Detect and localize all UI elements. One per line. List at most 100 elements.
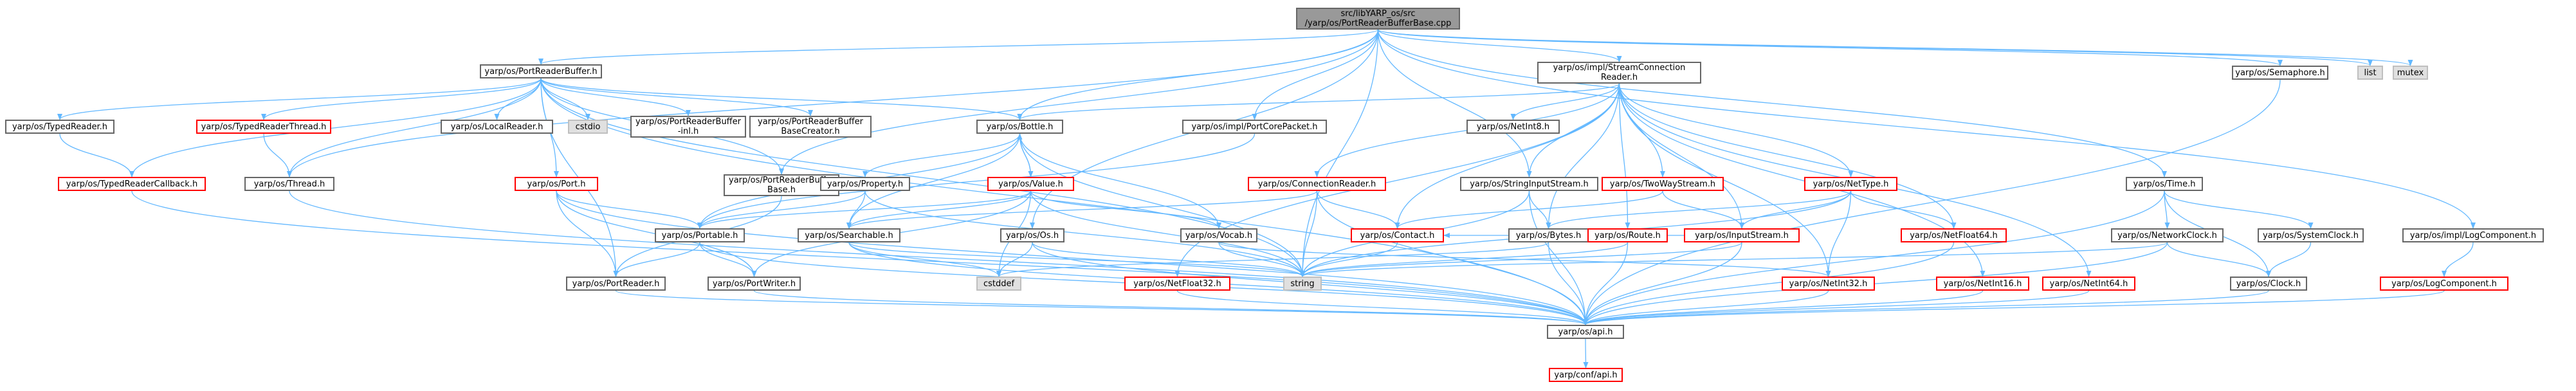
node-root[interactable]: src/libYARP_os/src /yarp/os/PortReaderBu… (1296, 8, 1460, 30)
edge-bottle-h-to-searchable-h (846, 133, 1021, 229)
node-label: yarp/os/NetInt64.h (2049, 278, 2128, 289)
edge-netint32-h-to-api-h (1583, 290, 1829, 325)
node-label: yarp/os/PortReader.h (572, 278, 660, 289)
edge-prb-h-to-trc-h (129, 78, 542, 177)
node-searchable-h[interactable]: yarp/os/Searchable.h (798, 228, 900, 242)
node-label: yarp/os/NetFloat64.h (1910, 230, 1998, 241)
node-logcomp-impl-h[interactable]: yarp/os/impl/LogComponent.h (2402, 228, 2544, 242)
node-label: src/libYARP_os/src /yarp/os/PortReaderBu… (1304, 9, 1452, 28)
edge-root-to-thread-h (287, 29, 1379, 177)
node-label: yarp/os/api.h (1558, 327, 1613, 337)
edge-prb-h-to-lr-h (494, 78, 542, 120)
node-netint16-h[interactable]: yarp/os/NetInt16.h (1936, 277, 2029, 291)
node-label: yarp/os/NetworkClock.h (2117, 230, 2217, 241)
edge-searchable-h-to-cstddef (848, 242, 1001, 277)
node-inputstream-h[interactable]: yarp/os/InputStream.h (1684, 228, 1800, 242)
node-label: mutex (2397, 68, 2424, 78)
edge-scr-h-to-netfloat64-h (1618, 83, 1957, 229)
edge-inputstream-h-to-string (1300, 242, 1742, 277)
edge-prb-h-to-bottle-h (540, 78, 1023, 120)
node-tr-h[interactable]: yarp/os/TypedReader.h (5, 120, 114, 134)
node-portwriter-h[interactable]: yarp/os/PortWriter.h (708, 277, 801, 291)
node-cstddef[interactable]: cstddef (976, 277, 1021, 291)
edge-root-to-logcomp-impl-h (1377, 29, 2476, 229)
node-route-h[interactable]: yarp/os/Route.h (1587, 228, 1668, 242)
node-portable-h[interactable]: yarp/os/Portable.h (655, 228, 745, 242)
node-bytes-h[interactable]: yarp/os/Bytes.h (1508, 228, 1589, 242)
node-label: yarp/os/Clock.h (2236, 278, 2301, 289)
node-label: yarp/os/Property.h (827, 179, 904, 189)
node-list[interactable]: list (2357, 66, 2383, 80)
node-api-h[interactable]: yarp/os/api.h (1547, 325, 1624, 339)
node-thread-h[interactable]: yarp/os/Thread.h (244, 177, 334, 191)
node-netint32-h[interactable]: yarp/os/NetInt32.h (1782, 277, 1875, 291)
node-pcp-h[interactable]: yarp/os/impl/PortCorePacket.h (1182, 120, 1327, 134)
node-time-h[interactable]: yarp/os/Time.h (2126, 177, 2203, 191)
node-tws-h[interactable]: yarp/os/TwoWayStream.h (1602, 177, 1724, 191)
node-label: yarp/os/Thread.h (253, 179, 325, 189)
node-label: yarp/os/NetInt8.h (1476, 122, 1550, 132)
node-prbinl-h[interactable]: yarp/os/PortReaderBuffer -inl.h (630, 116, 746, 138)
edge-value-h-to-bottle-h (1017, 133, 1032, 177)
edge-cr-h-to-contact-h (1316, 190, 1400, 229)
node-netint64-h[interactable]: yarp/os/NetInt64.h (2042, 277, 2135, 291)
node-label: yarp/os/NetType.h (1813, 179, 1889, 189)
node-netint8-h[interactable]: yarp/os/NetInt8.h (1466, 120, 1560, 134)
node-prbbc-h[interactable]: yarp/os/PortReaderBuffer BaseCreator.h (749, 116, 872, 138)
node-contact-h[interactable]: yarp/os/Contact.h (1351, 228, 1444, 242)
edge-nettype-h-to-inputstream-h (1739, 190, 1852, 229)
node-label: yarp/os/NetInt16.h (1943, 278, 2022, 289)
node-trc-h[interactable]: yarp/os/TypedReaderCallback.h (58, 177, 206, 191)
node-label: yarp/os/Port.h (527, 179, 586, 189)
edge-searchable-h-to-string (848, 242, 1305, 277)
edge-pcp-h-to-portable-h (697, 133, 1256, 229)
node-netfloat64-h[interactable]: yarp/os/NetFloat64.h (1901, 228, 2007, 242)
edge-prb-h-to-prbbc-h (540, 78, 813, 116)
edge-nettype-h-to-bytes-h (1546, 190, 1852, 229)
node-vocab-h[interactable]: yarp/os/Vocab.h (1180, 228, 1257, 242)
node-prb-h[interactable]: yarp/os/PortReaderBuffer.h (480, 64, 602, 78)
edge-netfloat64-h-to-api-h (1583, 242, 1955, 325)
edge-time-h-to-api-h (1583, 190, 2165, 325)
node-sem-h[interactable]: yarp/os/Semaphore.h (2232, 66, 2328, 80)
node-label: yarp/os/NetInt32.h (1789, 278, 1868, 289)
node-bottle-h[interactable]: yarp/os/Bottle.h (976, 120, 1063, 134)
node-confapi-h[interactable]: yarp/conf/api.h (1549, 368, 1623, 382)
node-portreader-h[interactable]: yarp/os/PortReader.h (566, 277, 666, 291)
edge-trt-h-to-thread-h (263, 133, 292, 177)
edge-root-to-time-h (1377, 29, 2167, 177)
node-label: yarp/os/impl/StreamConnection Reader.h (1553, 63, 1686, 82)
node-value-h[interactable]: yarp/os/Value.h (987, 177, 1074, 191)
node-scr-h[interactable]: yarp/os/impl/StreamConnection Reader.h (1537, 62, 1701, 84)
node-string[interactable]: string (1283, 277, 1322, 291)
node-trt-h[interactable]: yarp/os/TypedReaderThread.h (196, 120, 331, 134)
edge-prb-h-to-string (540, 78, 1305, 277)
node-netclock-h[interactable]: yarp/os/NetworkClock.h (2111, 228, 2224, 242)
node-nettype-h[interactable]: yarp/os/NetType.h (1804, 177, 1897, 191)
node-os-h[interactable]: yarp/os/Os.h (1000, 228, 1064, 242)
node-label: yarp/os/LocalReader.h (450, 122, 544, 132)
node-label: yarp/os/Bytes.h (1515, 230, 1582, 241)
node-label: yarp/os/NetFloat32.h (1133, 278, 1221, 289)
edge-scr-h-to-contact-h (1394, 83, 1620, 229)
edge-os-h-to-string (1032, 242, 1305, 277)
node-mutex[interactable]: mutex (2393, 66, 2428, 80)
edge-root-to-sem-h (1377, 29, 2283, 66)
node-label: yarp/os/impl/LogComponent.h (2409, 230, 2537, 241)
node-label: yarp/os/SystemClock.h (2263, 230, 2359, 241)
node-port-h[interactable]: yarp/os/Port.h (515, 177, 598, 191)
node-cstdio[interactable]: cstdio (568, 120, 608, 134)
edge-netclock-h-to-api-h (1583, 242, 2168, 325)
edge-time-h-to-sysclock-h (2164, 190, 2314, 229)
node-sis-h[interactable]: yarp/os/StringInputStream.h (1460, 177, 1598, 191)
node-lr-h[interactable]: yarp/os/LocalReader.h (441, 120, 553, 134)
edge-prb-h-to-prbinl-h (540, 78, 691, 116)
node-netfloat32-h[interactable]: yarp/os/NetFloat32.h (1124, 277, 1230, 291)
node-logcomp-h[interactable]: yarp/os/LogComponent.h (2380, 277, 2508, 291)
node-sysclock-h[interactable]: yarp/os/SystemClock.h (2258, 228, 2364, 242)
edge-root-to-prb-h (538, 29, 1379, 65)
node-property-h[interactable]: yarp/os/Property.h (820, 177, 910, 191)
edge-root-to-prbb-h (779, 29, 1379, 175)
node-cr-h[interactable]: yarp/os/ConnectionReader.h (1248, 177, 1386, 191)
node-clock-h[interactable]: yarp/os/Clock.h (2230, 277, 2307, 291)
